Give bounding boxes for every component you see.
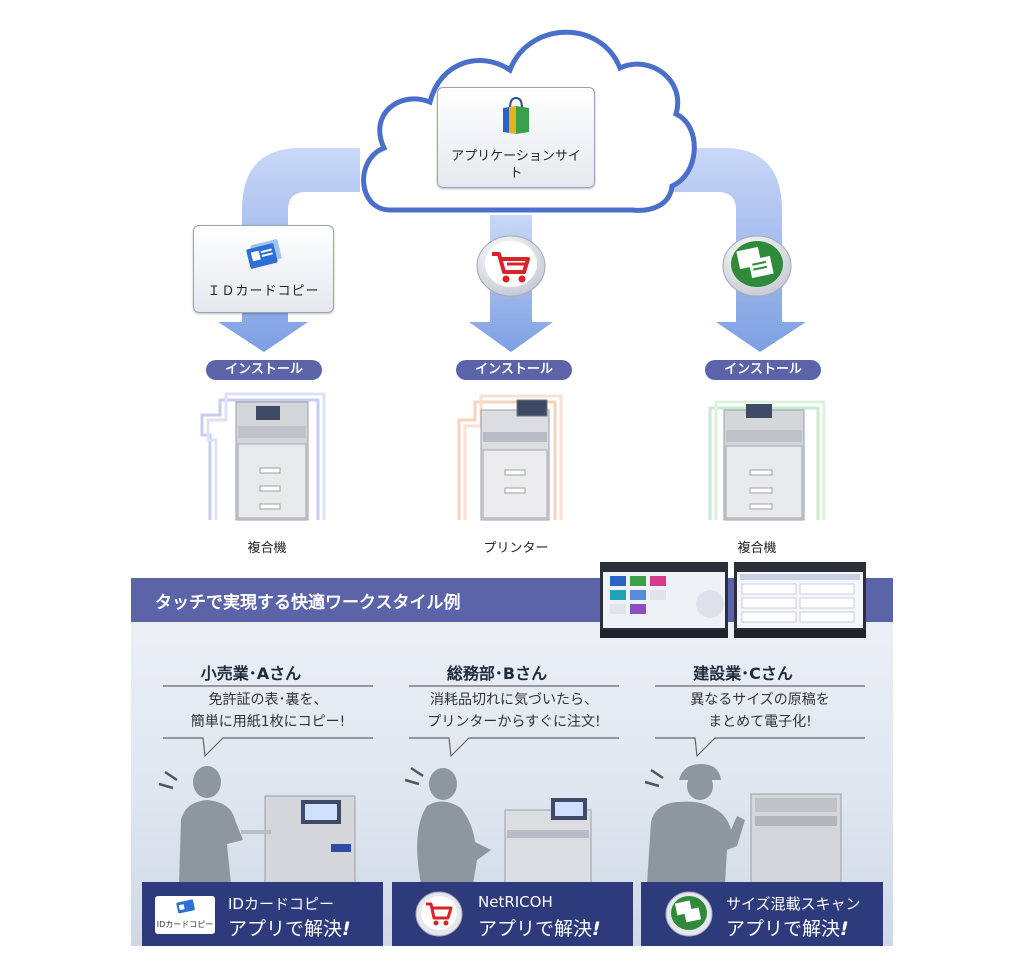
workstyle-banner-title: タッチで実現する快適ワークスタイル例: [155, 593, 461, 613]
id-card-copy-badge: IDカードコピー: [155, 896, 215, 934]
case-c-line1: 異なるサイズの原稿を: [690, 692, 830, 708]
id-card-small-icon: [176, 899, 195, 914]
device-label-left: 複合機: [247, 541, 287, 556]
id-card-icon: [246, 239, 282, 269]
case-title-a: 小売業･Aさん: [200, 664, 302, 683]
speech-bubbles: [163, 685, 865, 758]
touch-screen-thumbnails: [600, 562, 866, 638]
shopping-bag-icon: [503, 96, 529, 134]
device-label-middle: プリンター: [483, 541, 549, 556]
app-site-label-2: ト: [509, 166, 523, 181]
solve-b-text: アプリで解決: [478, 918, 593, 940]
case-title-c: 建設業･Cさん: [693, 664, 793, 683]
id-card-copy-app-box[interactable]: ＩＤカードコピー: [193, 225, 334, 313]
people-scenes: [158, 764, 842, 884]
install-label-middle: インストール: [456, 360, 572, 380]
mfp-device-left: [200, 392, 326, 521]
install-label-left: インストール: [206, 360, 322, 380]
solve-a-app-name: IDカードコピー: [228, 895, 334, 913]
id-card-copy-badge-label: IDカードコピー: [156, 920, 214, 929]
exclaim-icon: !: [592, 918, 601, 940]
mfp-device-right: [708, 400, 826, 521]
solve-a-text: アプリで解決: [228, 918, 343, 940]
install-label-right: インストール: [705, 360, 821, 380]
case-b-line2: プリンターからすぐに注文!: [427, 714, 601, 730]
solve-c-text: アプリで解決: [726, 918, 841, 940]
case-c-line2: まとめて電子化!: [708, 714, 812, 730]
exclaim-icon: !: [840, 918, 849, 940]
scan-app-small-icon: [665, 891, 713, 937]
scan-app-icon[interactable]: [720, 234, 794, 298]
case-b-line1: 消耗品切れに気づいたら、: [430, 692, 598, 708]
solve-c-app-name: サイズ混載スキャン: [726, 895, 861, 913]
right-flow-arrow: [664, 148, 806, 352]
cart-app-icon[interactable]: [474, 234, 548, 298]
case-title-b: 総務部･Bさん: [446, 664, 548, 683]
exclaim-icon: !: [342, 918, 351, 940]
id-card-copy-label: ＩＤカードコピー: [207, 284, 320, 299]
solve-b-app-name: NetRICOH: [478, 893, 553, 911]
printer-device: [457, 394, 563, 521]
case-a-line2: 簡単に用紙1枚にコピー!: [190, 714, 346, 730]
device-label-right: 複合機: [737, 541, 777, 556]
cart-app-small-icon: [415, 891, 463, 937]
app-site-label: アプリケーションサイ: [451, 149, 581, 164]
app-site-box[interactable]: アプリケーションサイ ト: [437, 87, 595, 188]
case-a-line1: 免許証の表･裏を、: [208, 692, 328, 708]
